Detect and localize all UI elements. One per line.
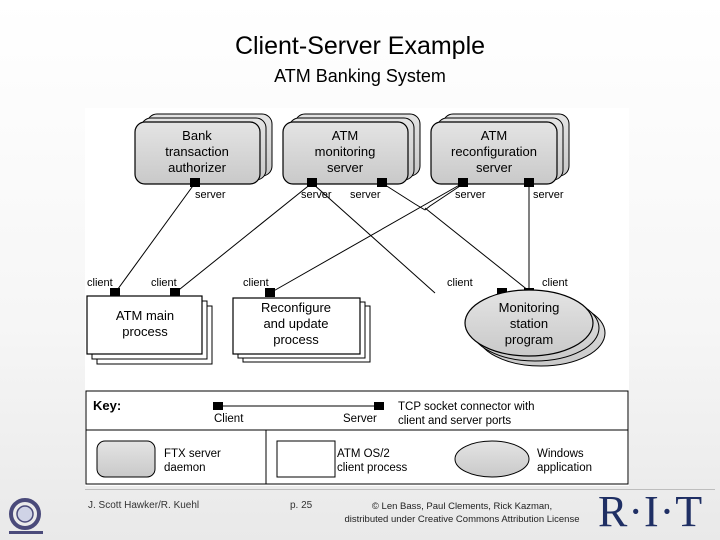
client-2-label-3: process	[273, 332, 319, 347]
footer-divider	[85, 489, 715, 490]
server-2-label-2: monitoring	[315, 144, 376, 159]
key-atm-os-text-2: client process	[337, 462, 408, 474]
rit-logo: R·I·T	[598, 487, 704, 536]
server-1-label-1: Bank	[182, 128, 212, 143]
slide-title: Client-Server Example	[234, 32, 486, 60]
port-label-server: server	[301, 189, 332, 201]
client-3-label-3: program	[505, 332, 553, 347]
server-1-label-2: transaction	[165, 144, 229, 159]
server-atm-reconfiguration: ATM reconfiguration server	[430, 113, 570, 185]
copyright-line-1: © Len Bass, Paul Clements, Rick Kazman,	[371, 501, 553, 512]
key-server-label: Server	[343, 413, 377, 425]
client-1-label-1: ATM main	[116, 308, 174, 323]
key-client-label: Client	[214, 413, 244, 425]
key-connector-text-1: TCP socket connector with	[398, 401, 535, 413]
server-3-label-1: ATM	[481, 128, 507, 143]
client-atm-main-process: ATM main process	[86, 295, 213, 365]
client-2-label-1: Reconfigure	[261, 300, 331, 315]
key-atm-os-text-1: ATM OS/2	[337, 448, 390, 460]
server-bank-transaction-authorizer: Bank transaction authorizer	[134, 113, 273, 185]
client-reconfigure-update-process: Reconfigure and update process	[232, 297, 371, 363]
key-windows-text-1: Windows	[537, 448, 584, 460]
diagram-key: Key: Client Server TCP socket connector …	[85, 390, 629, 485]
footer-author: J. Scott Hawker/R. Kuehl	[88, 500, 200, 511]
server-atm-monitoring: ATM monitoring server	[282, 113, 421, 185]
architecture-diagram: Bank transaction authorizer ATM monitori…	[85, 108, 629, 486]
port-label-client: client	[447, 277, 473, 289]
server-3-label-3: server	[476, 160, 513, 175]
client-monitoring-station-program: Monitoring station program	[464, 289, 606, 367]
client-2-label-2: and update	[263, 316, 328, 331]
server-2-label-1: ATM	[332, 128, 358, 143]
key-ftx-text-1: FTX server	[164, 448, 221, 460]
client-3-label-2: station	[510, 316, 548, 331]
software-engineering-logo-icon	[9, 498, 43, 534]
port-label-server: server	[533, 189, 564, 201]
key-windows-text-2: application	[537, 462, 592, 474]
copyright-notice: © Len Bass, Paul Clements, Rick Kazman, …	[330, 500, 594, 526]
server-1-label-3: authorizer	[168, 160, 226, 175]
key-ftx-text-2: daemon	[164, 462, 206, 474]
key-connector-text-2: client and server ports	[398, 415, 511, 427]
page-number: p. 25	[290, 500, 313, 511]
client-1-label-2: process	[122, 324, 168, 339]
slide-subtitle: ATM Banking System	[274, 66, 446, 86]
port-label-server: server	[455, 189, 486, 201]
port-label-client: client	[87, 277, 113, 289]
key-heading: Key:	[93, 398, 121, 413]
server-2-label-3: server	[327, 160, 364, 175]
client-3-label-1: Monitoring	[499, 300, 560, 315]
port-label-server: server	[350, 189, 381, 201]
port-label-client: client	[542, 277, 568, 289]
port-label-server: server	[195, 189, 226, 201]
port-label-client: client	[243, 277, 269, 289]
server-3-label-2: reconfiguration	[451, 144, 537, 159]
port-label-client: client	[151, 277, 177, 289]
server-ports	[190, 178, 534, 187]
copyright-line-2: distributed under Creative Commons Attri…	[344, 514, 580, 525]
tcp-connectors	[114, 182, 530, 294]
